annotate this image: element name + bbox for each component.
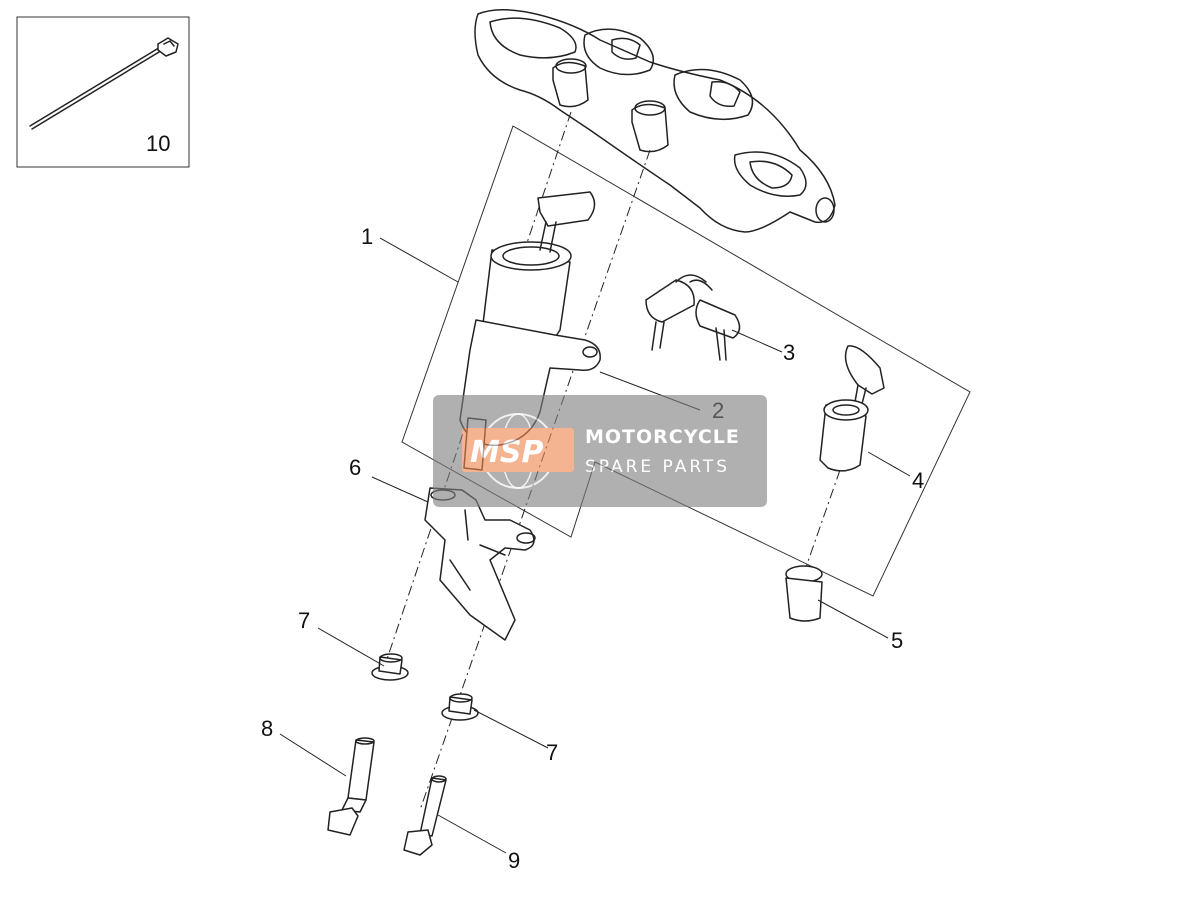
keys-drawing bbox=[645, 274, 741, 361]
inset-box-cable-tie bbox=[16, 16, 190, 168]
bracket-drawing bbox=[424, 487, 536, 641]
lock-cylinder-drawing bbox=[819, 345, 885, 472]
callout-7b: 7 bbox=[546, 740, 558, 765]
callout-4: 4 bbox=[912, 468, 924, 493]
bushing-drawing-b bbox=[441, 693, 479, 721]
triple-clamp-drawing bbox=[474, 9, 836, 233]
callout-10: 10 bbox=[146, 131, 170, 156]
shear-bolt-drawing bbox=[327, 737, 375, 836]
callout-1: 1 bbox=[361, 224, 373, 249]
callout-9: 9 bbox=[508, 848, 520, 873]
bushing-drawing-a bbox=[371, 653, 409, 681]
callout-6: 6 bbox=[349, 455, 361, 480]
watermark: MSP MOTORCYCLE SPARE PARTS bbox=[433, 395, 767, 507]
cable-tie-drawing bbox=[29, 37, 179, 130]
callout-7a: 7 bbox=[298, 608, 310, 633]
callout-numbers: 1 2 3 4 5 6 7 7 8 9 10 bbox=[146, 131, 924, 873]
adapter-drawing bbox=[785, 565, 823, 622]
watermark-line1: MOTORCYCLE bbox=[585, 426, 740, 448]
leader-lines bbox=[279, 237, 911, 854]
callout-3: 3 bbox=[783, 340, 795, 365]
watermark-line2: SPARE PARTS bbox=[585, 457, 730, 477]
callout-5: 5 bbox=[891, 628, 903, 653]
bolt-drawing bbox=[403, 775, 447, 856]
watermark-logo-text: MSP bbox=[470, 435, 543, 470]
callout-8: 8 bbox=[261, 716, 273, 741]
